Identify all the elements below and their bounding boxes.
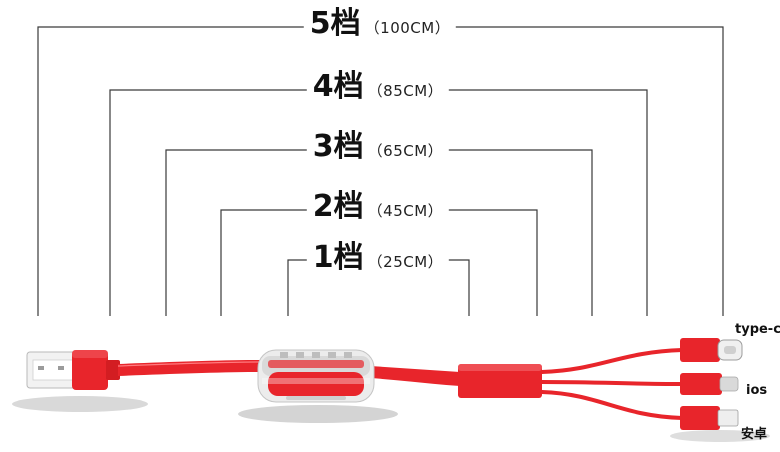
bracket-level-3 xyxy=(165,149,593,316)
branch-wires xyxy=(540,348,684,420)
level-4-label: 4档 （85CM） xyxy=(306,69,450,104)
level-3-label: 3档 （65CM） xyxy=(306,129,450,164)
level-4-length: （85CM） xyxy=(367,82,444,100)
ios-head xyxy=(680,373,739,395)
wire-type-c xyxy=(540,348,684,374)
ios-label: ios xyxy=(746,383,768,398)
shadows xyxy=(12,396,770,442)
level-2-label: 2档 （45CM） xyxy=(306,189,450,224)
level-5-name: 5档 xyxy=(309,6,361,41)
head-shadow xyxy=(670,430,770,442)
wire-android xyxy=(540,390,684,420)
level-2-name: 2档 xyxy=(312,189,364,224)
level-5-label: 5档 （100CM） xyxy=(303,6,457,41)
main-cable xyxy=(117,360,460,386)
wire-ios xyxy=(540,380,684,386)
level-1-name: 1档 xyxy=(312,240,364,275)
micro-usb-head xyxy=(680,406,739,430)
level-1-length: （25CM） xyxy=(367,253,444,271)
usb-a-plug xyxy=(26,350,120,390)
level-2-length: （45CM） xyxy=(367,202,444,220)
retractable-reel xyxy=(257,349,375,403)
usb-shadow xyxy=(12,396,148,412)
level-5-length: （100CM） xyxy=(364,19,451,37)
splitter-sleeve xyxy=(458,364,542,398)
type-c-label: type-c xyxy=(735,322,780,337)
level-4-name: 4档 xyxy=(312,69,364,104)
level-3-name: 3档 xyxy=(312,129,364,164)
reel-shadow xyxy=(238,405,398,423)
type-c-head xyxy=(680,338,743,362)
level-3-length: （65CM） xyxy=(367,142,444,160)
level-1-label: 1档 （25CM） xyxy=(306,240,450,275)
android-label: 安卓 xyxy=(741,427,768,442)
